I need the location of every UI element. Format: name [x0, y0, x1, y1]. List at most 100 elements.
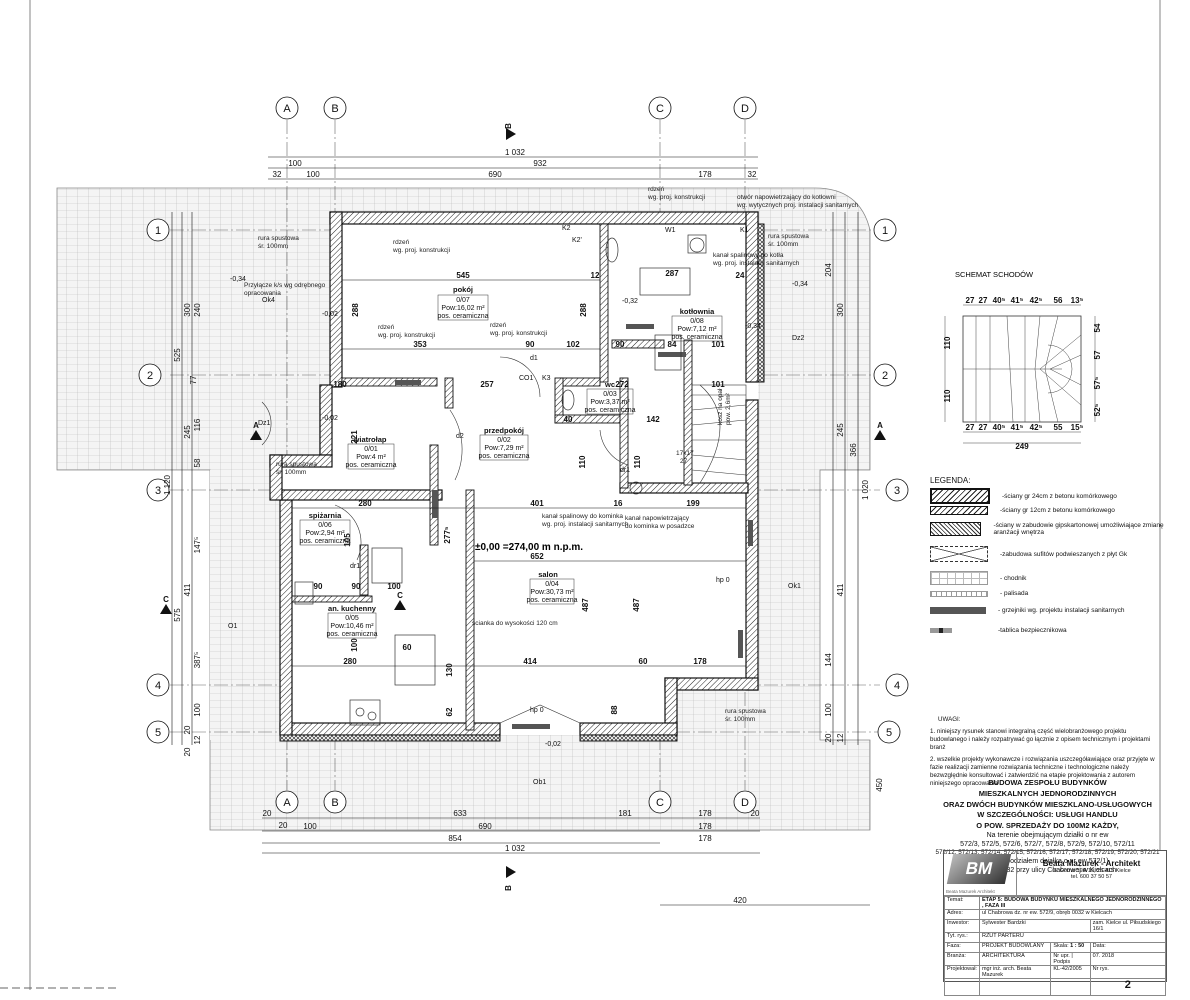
- dimension-lines: [171, 156, 870, 906]
- site-address: ul Chabrowa dz. nr ew. 572/9, obręb 0032…: [978, 909, 1167, 920]
- dimension-label: 690: [488, 170, 502, 179]
- dimension-label: 20: [824, 733, 833, 742]
- project-text: 572/12, 572/13, 572/14, 572/15, 572/16, …: [935, 849, 1160, 857]
- phase: PROJEKT BUDOWLANY: [978, 942, 1052, 953]
- dimension-label: 116: [193, 418, 202, 431]
- dimension-label: 178: [698, 834, 712, 843]
- dimension-label: rura spustowa: [768, 233, 809, 240]
- label: Inwestor:: [944, 919, 980, 933]
- axis-row-2: 2: [882, 370, 888, 382]
- dimension-label: 1 032: [505, 148, 526, 157]
- dimension-label: 17x17: [676, 450, 694, 457]
- dimension-label: ±0,00 =274,00 m n.p.m.: [475, 542, 583, 553]
- label: Nr upr.: [1053, 953, 1070, 959]
- license-number: KL-42/2005: [1050, 965, 1091, 979]
- dimension-label: Ok1: [788, 583, 801, 590]
- dimension-label: rdzeń: [393, 239, 410, 246]
- dimension-label: 178: [693, 657, 707, 666]
- legend-label: - grzejniki wg. projektu instalacji sani…: [998, 607, 1125, 614]
- dimension-label: 27: [966, 423, 975, 432]
- dimension-label: 100: [193, 703, 202, 717]
- label: Skala:: [1053, 943, 1069, 949]
- dimension-label: 62: [445, 707, 454, 716]
- dimension-label: 545: [456, 271, 470, 280]
- label: Tyt. rys.:: [944, 932, 980, 943]
- dimension-label: 249: [1015, 442, 1029, 451]
- project-heading: W SZCZEGÓLNOŚCI: USŁUGI HANDLU: [977, 810, 1118, 820]
- label: Podpis: [1053, 959, 1071, 965]
- dimension-label: 0/03: [603, 391, 617, 398]
- dimension-label: 100: [350, 638, 359, 652]
- project-heading: ORAZ DWÓCH BUDYNKÓW MIESZKLANO-USŁUGOWYC…: [943, 799, 1152, 809]
- dimensions-top: 1 032 100 932 32 100 690 178 32: [273, 148, 757, 179]
- legend-label: -tablica bezpiecznikowa: [998, 627, 1067, 634]
- dimension-label: 178: [698, 170, 712, 179]
- dimension-label: wg. proj. konstrukcji: [489, 330, 547, 337]
- dimension-label: wg. proj. konstrukcji: [377, 332, 435, 339]
- walls-24cm: [269, 211, 759, 736]
- dimension-label: 27: [680, 458, 688, 465]
- dimension-label: 102: [566, 340, 580, 349]
- dimension-label: d1: [530, 355, 538, 362]
- dimension-label: 20: [183, 725, 192, 734]
- dimension-label: Ob1: [533, 779, 546, 786]
- dimension-label: 32: [748, 170, 757, 179]
- dimension-label: 42⁵: [1030, 296, 1043, 305]
- dimension-label: Pow:4 m²: [356, 454, 386, 461]
- dimension-label: 27: [966, 296, 975, 305]
- sheet-number: 2: [1089, 978, 1167, 996]
- firm-phone: tel. 600 37 50 57: [1071, 874, 1112, 880]
- dimension-label: 633: [453, 809, 467, 818]
- dimension-label: 40⁵: [993, 423, 1006, 432]
- dimension-label: 20: [183, 747, 192, 756]
- notes-title: UWAGI:: [938, 716, 961, 723]
- dimension-label: 60: [403, 643, 412, 652]
- axis-col-b: B: [331, 103, 338, 115]
- investor-address: zam. Kielce ul. Piłsudskiego 16/1: [1089, 919, 1167, 933]
- legend-label: -ściany gr 24cm z betonu komórkowego: [1002, 492, 1117, 500]
- dimension-label: śr. 100mm: [725, 716, 755, 723]
- level-marks: -0,34 -0,02 -0,02 -0,32 -0,34 -0,34 -0,0…: [230, 276, 808, 748]
- project-text: 572/3, 572/5, 572/6, 572/7, 572/8, 572/9…: [960, 840, 1135, 848]
- dimension-label: 13⁵: [1071, 296, 1084, 305]
- drywall-swatch-icon: [930, 522, 982, 536]
- dimension-label: rdzeń: [378, 324, 395, 331]
- dimension-label: spiżarnia: [309, 511, 342, 520]
- dimension-label: Pow:7,12 m²: [677, 326, 717, 333]
- dimension-label: 245: [183, 425, 192, 439]
- date: 07. 2018: [1089, 952, 1167, 966]
- dimension-label: pos. ceramiczna: [527, 597, 578, 604]
- legend-title: LEGENDA:: [930, 476, 971, 485]
- dimension-label: wg. proj. konstrukcji: [392, 247, 450, 254]
- opening-labels: Dz1 Dz2 Ok4 Ok1 O1 Ob1 d1 CO1 d2 dr1 dr1…: [228, 225, 805, 786]
- dimension-label: 12: [591, 271, 600, 280]
- dimension-label: 40: [564, 415, 573, 424]
- dimensions-left: 300 240 525 77 245 116 58 1 120 147⁵ 411…: [163, 303, 202, 757]
- dimension-label: 932: [533, 159, 547, 168]
- dimension-label: Pow:7,29 m²: [484, 445, 524, 452]
- dimension-label: -0,34: [745, 323, 761, 330]
- dimension-label: -0,02: [545, 741, 561, 748]
- dimension-label: pos. ceramiczna: [585, 407, 636, 414]
- dimension-label: 15⁵: [1071, 423, 1084, 432]
- dimension-label: 40⁵: [993, 296, 1006, 305]
- axis-col-d: D: [741, 103, 749, 115]
- dimension-label: 420: [733, 896, 747, 905]
- dimension-label: 42⁵: [1030, 423, 1043, 432]
- dimension-label: 77: [189, 375, 198, 384]
- note-item: 1. niniejszy rysunek stanowi integralną …: [930, 728, 1151, 752]
- dimension-label: K2: [562, 225, 571, 232]
- dimension-label: wg. proj. konstrukcji: [647, 194, 705, 201]
- dimension-label: 32: [273, 170, 282, 179]
- label: Faza:: [944, 942, 980, 953]
- dimension-label: 401: [530, 499, 544, 508]
- dimension-label: 110: [943, 336, 952, 349]
- dimension-label: 105: [343, 533, 352, 547]
- dimension-label: rura spustowa: [725, 708, 766, 715]
- dimension-label: 652: [530, 552, 544, 561]
- dimension-label: W1: [665, 227, 676, 234]
- dimension-label: 41⁵: [1011, 296, 1024, 305]
